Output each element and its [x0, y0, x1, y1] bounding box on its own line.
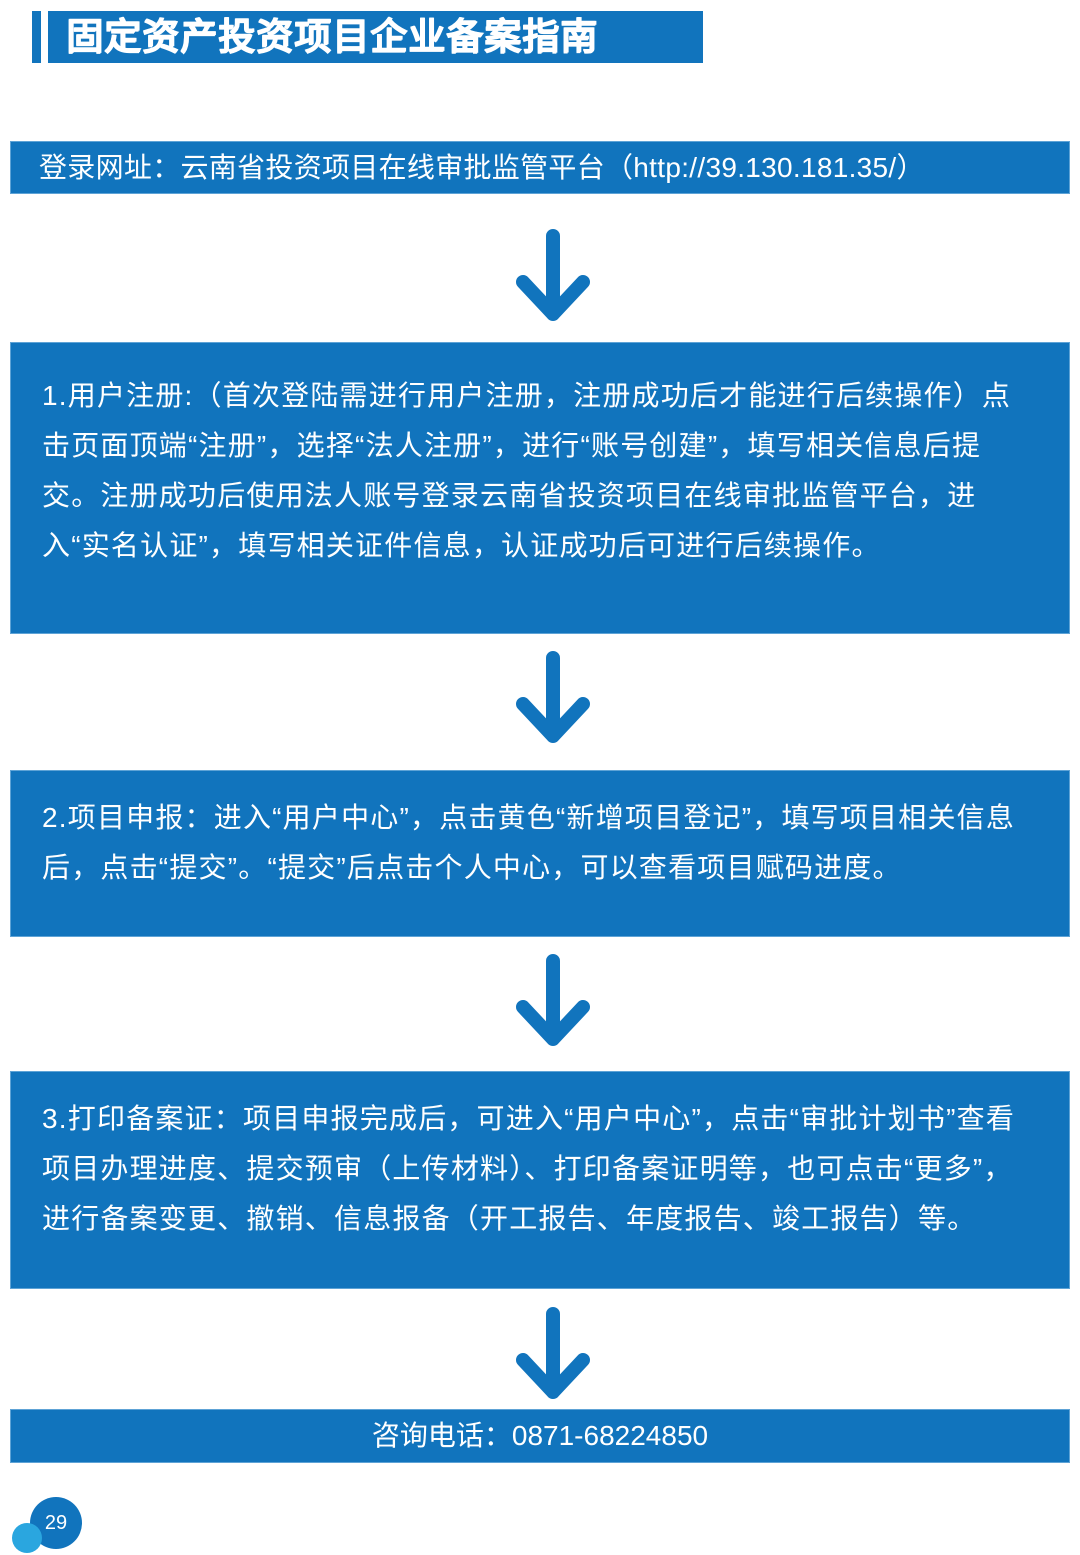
step-2-project-declaration: 2.项目申报：进入“用户中心”，点击黄色“新增项目登记”，填写项目相关信息后，点…: [11, 771, 1069, 936]
arrow-down-icon: [516, 229, 590, 321]
title-accent-bar: [32, 11, 41, 63]
arrow-down-icon: [516, 651, 590, 743]
page-title: 固定资产投资项目企业备案指南: [48, 11, 703, 63]
decorative-dot: [12, 1523, 42, 1553]
step-3-print-certificate: 3.打印备案证：项目申报完成后，可进入“用户中心”，点击“审批计划书”查看项目办…: [11, 1072, 1069, 1288]
arrow-down-icon: [516, 954, 590, 1046]
login-url-box: 登录网址：云南省投资项目在线审批监管平台（http://39.130.181.3…: [11, 142, 1069, 193]
contact-phone-box: 咨询电话：0871-68224850: [11, 1410, 1069, 1462]
arrow-down-icon: [516, 1307, 590, 1399]
step-1-user-registration: 1.用户注册:（首次登陆需进行用户注册，注册成功后才能进行后续操作）点击页面顶端…: [11, 343, 1069, 633]
page-number-badge: 29: [30, 1497, 82, 1549]
